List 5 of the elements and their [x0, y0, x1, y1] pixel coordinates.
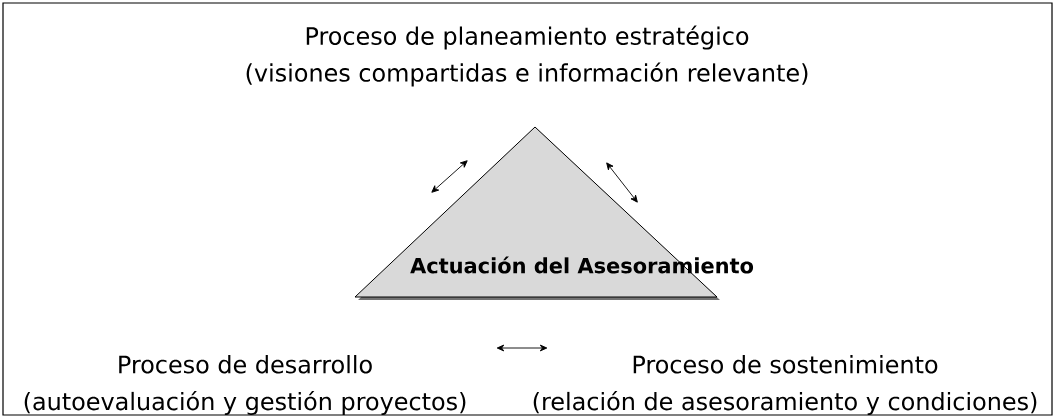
triangle: Actuación del Asesoramiento [354, 126, 754, 300]
process-label: Proceso de sostenimiento (relación de asesoramiento y condiciones) [533, 355, 1037, 415]
process-label: Proceso de planeamiento estratégico (visiones compartidas e información relevante) [246, 25, 808, 87]
process-label: Proceso de desarrollo (autoevaluación y gestión proyectos) [24, 355, 466, 415]
double-arrow [496, 344, 548, 352]
